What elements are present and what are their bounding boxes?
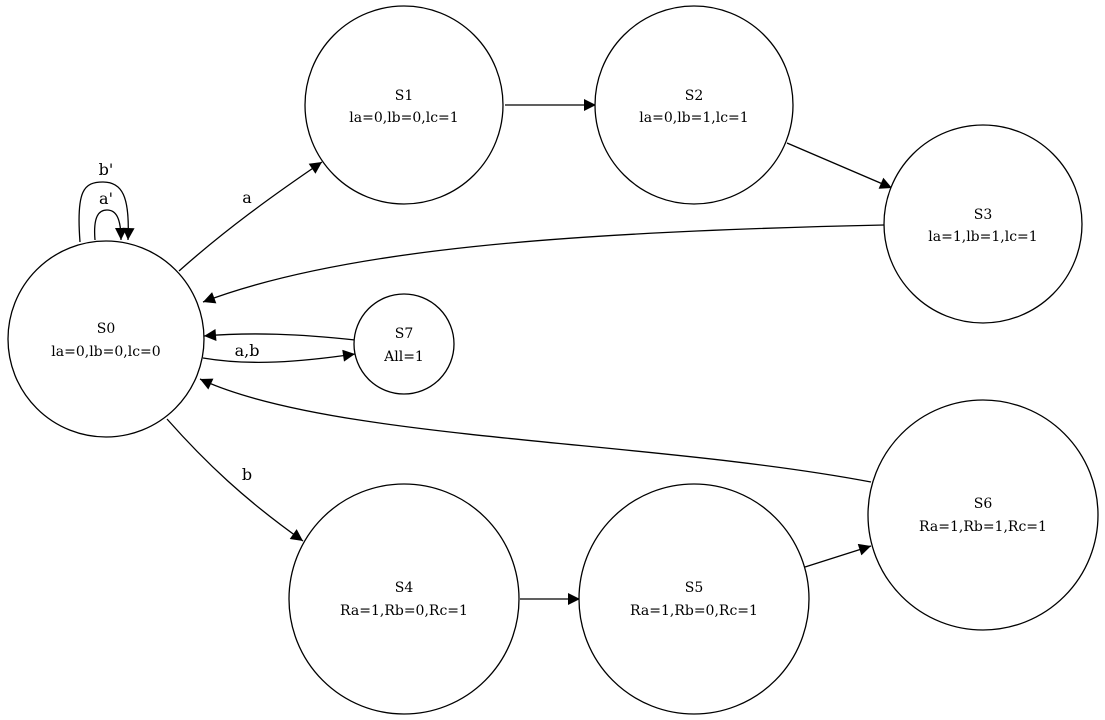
state-s1-outputs: la=0,lb=0,lc=1 — [349, 110, 458, 126]
state-s2: S2 la=0,lb=1,lc=1 — [594, 5, 794, 205]
edge-label-s0-self-outer: b' — [99, 160, 114, 179]
edge-label-s0-to-s7: a,b — [235, 341, 260, 360]
edge-s0-to-s7 — [202, 349, 356, 364]
state-s4-outputs: Ra=1,Rb=0,Rc=1 — [340, 603, 468, 619]
state-s5-circle — [578, 483, 810, 715]
state-s4-circle — [288, 483, 520, 715]
state-s5: S5 Ra=1,Rb=0,Rc=1 — [578, 483, 810, 715]
edge-s7-to-s0 — [203, 329, 356, 341]
state-s2-circle — [594, 5, 794, 205]
state-s4-name: S4 — [395, 580, 414, 596]
state-s3-name: S3 — [974, 207, 993, 223]
edge-label-s0-to-s4: b — [242, 465, 252, 484]
state-s4: S4 Ra=1,Rb=0,Rc=1 — [288, 483, 520, 715]
transitions — [78, 99, 893, 605]
state-s0-circle — [7, 240, 205, 438]
edge-s0-self-inner — [93, 209, 127, 241]
edge-label-s0-self-inner: a' — [99, 189, 113, 208]
edge-s5-to-s6 — [804, 543, 872, 568]
state-s7-circle — [353, 293, 455, 395]
state-s2-outputs: la=0,lb=1,lc=1 — [639, 110, 748, 126]
state-s1-circle — [304, 5, 504, 205]
state-s0-name: S0 — [97, 321, 116, 337]
edge-s6-to-s0 — [199, 378, 872, 483]
state-s6: S6 Ra=1,Rb=1,Rc=1 — [867, 399, 1099, 631]
edge-s0-self-outer — [78, 181, 135, 243]
state-s3: S3 la=1,lb=1,lc=1 — [883, 124, 1083, 324]
state-s5-name: S5 — [685, 580, 704, 596]
state-s7-name: S7 — [395, 326, 414, 342]
edge-s0-to-s4 — [166, 418, 304, 542]
state-s0: S0 la=0,lb=0,lc=0 — [7, 240, 205, 438]
state-s7: S7 All=1 — [353, 293, 455, 395]
state-s7-outputs: All=1 — [383, 349, 424, 365]
state-s6-outputs: Ra=1,Rb=1,Rc=1 — [919, 519, 1047, 535]
state-s6-name: S6 — [974, 496, 993, 512]
state-s3-circle — [883, 124, 1083, 324]
state-s5-outputs: Ra=1,Rb=0,Rc=1 — [630, 603, 758, 619]
state-s2-name: S2 — [685, 88, 704, 104]
state-s1-name: S1 — [395, 88, 414, 104]
state-s0-outputs: la=0,lb=0,lc=0 — [51, 344, 160, 360]
edge-s0-to-s1 — [178, 161, 323, 272]
edge-s3-to-s0 — [202, 224, 885, 304]
edge-s2-to-s3 — [786, 142, 893, 189]
state-s3-outputs: la=1,lb=1,lc=1 — [928, 229, 1037, 245]
edge-label-s0-to-s1: a — [242, 188, 252, 207]
transition-labels: b' a' a a,b b — [99, 160, 260, 484]
state-s1: S1 la=0,lb=0,lc=1 — [304, 5, 504, 205]
state-s6-circle — [867, 399, 1099, 631]
